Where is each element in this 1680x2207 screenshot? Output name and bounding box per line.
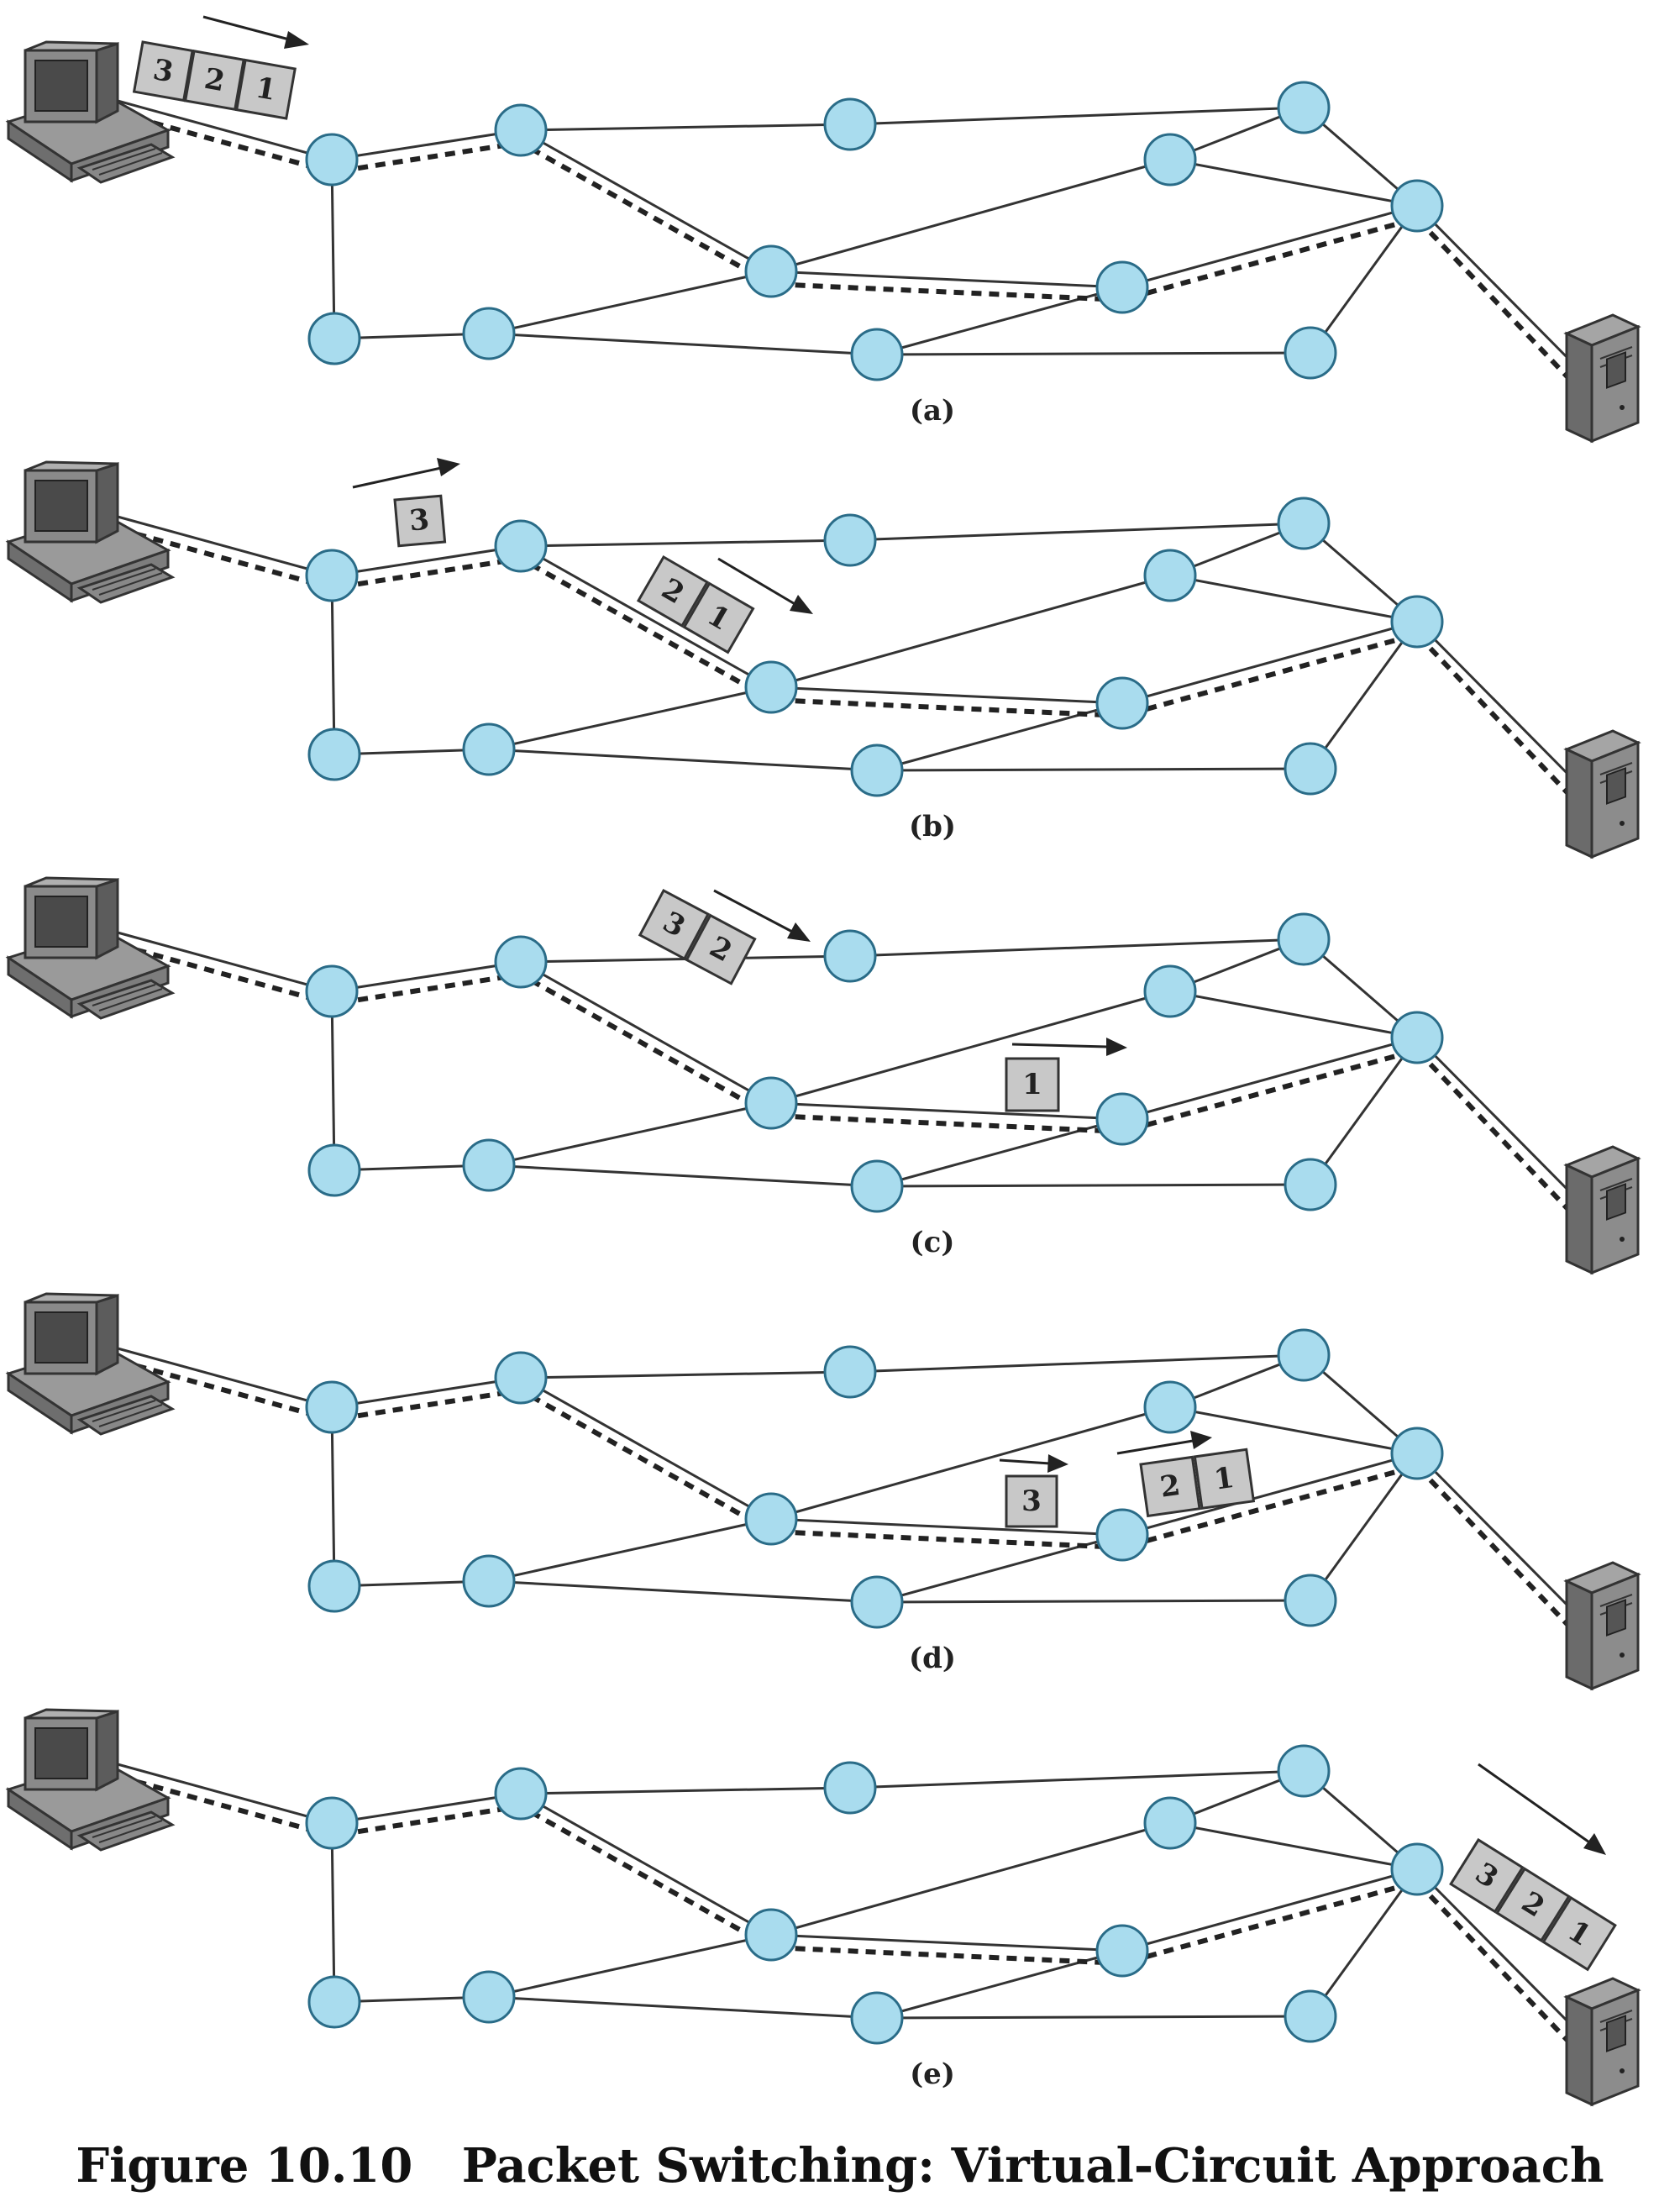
panel-d: 3 2 1 (d) [7, 1292, 1640, 1690]
server-tower-icon [1565, 1145, 1640, 1274]
packet-label: 2 [1158, 1469, 1183, 1505]
packet-group: 3 2 [638, 888, 757, 985]
server-tower-icon [1565, 313, 1640, 443]
server-tower-icon [1565, 729, 1640, 859]
network-graph [118, 914, 1579, 1214]
direction-arrow [1116, 1431, 1212, 1455]
packet-group: 3 2 1 [1449, 1837, 1617, 1972]
panel-label: (d) [909, 1642, 956, 1675]
figure-caption: Figure 10.10 Packet Switching: Virtual-C… [76, 2138, 1604, 2194]
panel-a: 3 2 1 (a) [7, 15, 1640, 443]
packet-label: 1 [1212, 1461, 1236, 1497]
direction-arrow [713, 889, 811, 942]
desktop-computer-icon [7, 1708, 174, 1852]
panel-label: (c) [911, 1226, 955, 1259]
server-tower-icon [1565, 1561, 1640, 1690]
panel-label: (e) [910, 2057, 955, 2091]
packet-group: 2 1 [1139, 1448, 1256, 1518]
panel-label: (b) [909, 810, 956, 843]
network-graph [118, 498, 1579, 798]
network-graph [118, 1746, 1579, 2046]
packet-group: 3 [393, 494, 447, 548]
packet-group: 1 [1005, 1057, 1060, 1112]
panel-c: 3 2 1 (c) [7, 876, 1640, 1274]
packet-group: 3 [1005, 1474, 1058, 1528]
direction-arrow [717, 557, 813, 614]
direction-arrow [999, 1454, 1068, 1473]
network-graph [118, 82, 1579, 382]
panel-e: 3 2 1 (e) [7, 1708, 1640, 2106]
direction-arrow [352, 458, 460, 489]
packet-group: 2 1 [636, 554, 755, 654]
network-graph [118, 1330, 1579, 1630]
packet-label: 3 [1021, 1484, 1042, 1518]
direction-arrow [202, 15, 309, 49]
direction-arrow [1011, 1038, 1127, 1056]
desktop-computer-icon [7, 1292, 174, 1436]
packet-label: 3 [408, 503, 431, 539]
direction-arrow [1478, 1763, 1606, 1855]
packet-label: 1 [1022, 1068, 1042, 1101]
panel-label: (a) [910, 394, 955, 428]
panel-b: 3 2 1 (b) [7, 458, 1640, 859]
desktop-computer-icon [7, 460, 174, 604]
packet-group: 3 2 1 [132, 40, 297, 120]
desktop-computer-icon [7, 876, 174, 1020]
server-tower-icon [1565, 1977, 1640, 2106]
